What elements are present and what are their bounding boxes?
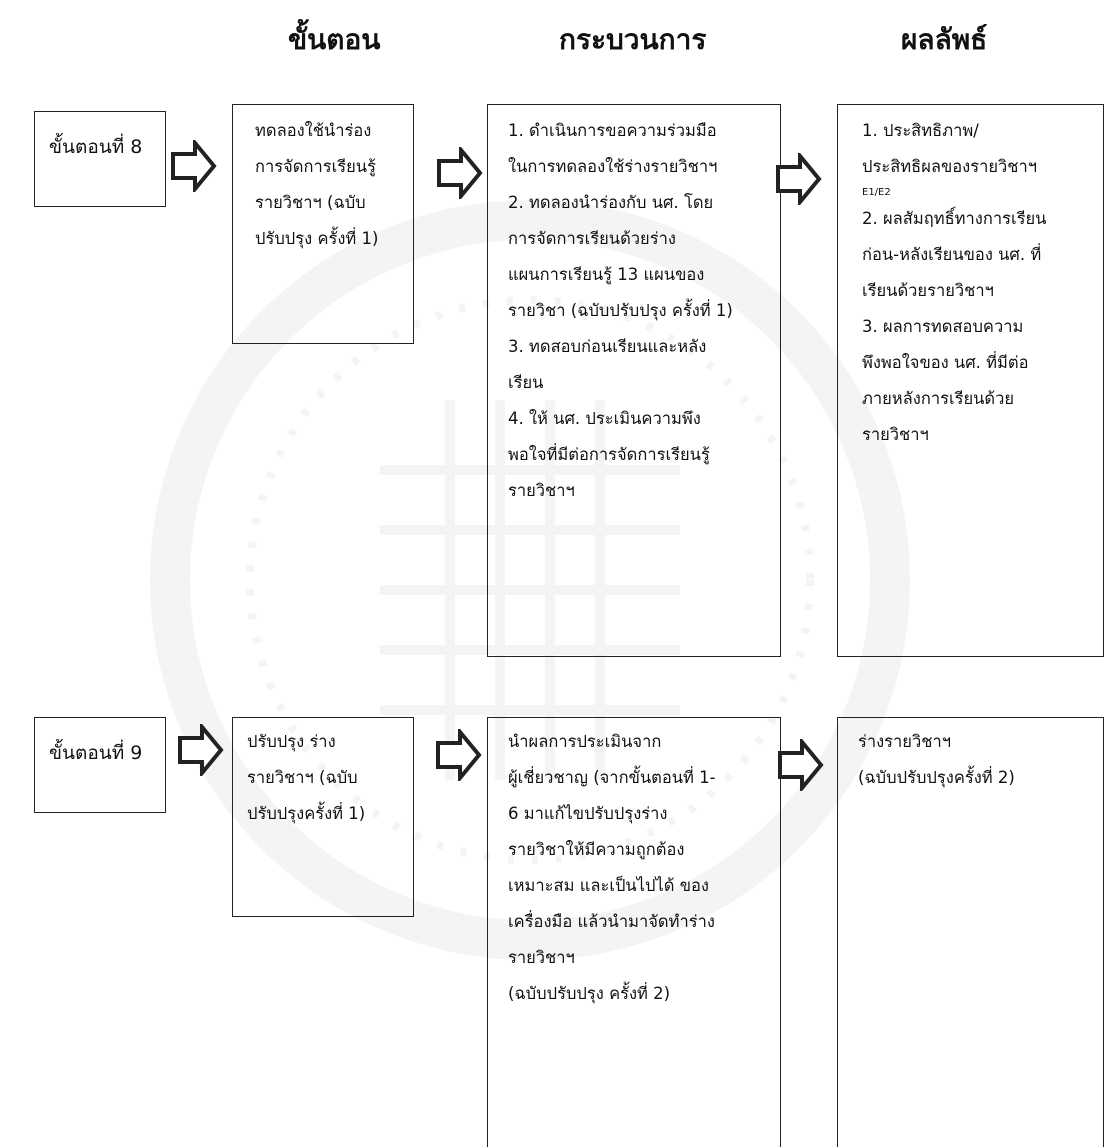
step-9-process-text: นำผลการประเมินจาก ผู้เชี่ยวชาญ (จากขั้นต… bbox=[508, 732, 716, 1003]
arrow-right-icon bbox=[778, 739, 824, 791]
arrow-right-icon bbox=[436, 729, 482, 781]
step-9-step-box: ปรับปรุง ร่าง รายวิชาฯ (ฉบับ ปรับปรุงครั… bbox=[232, 717, 414, 917]
step-9-result-box: ร่างรายวิชาฯ (ฉบับปรับปรุงครั้งที่ 2) bbox=[837, 717, 1104, 1147]
arrow-right-icon bbox=[776, 153, 822, 205]
step-9-label: ขั้นตอนที่ 9 bbox=[49, 742, 143, 764]
step-8-process-text: 1. ดำเนินการขอความร่วมมือ ในการทดลองใช้ร… bbox=[508, 121, 733, 500]
step-8-result-e1e2: E1/E2 bbox=[862, 187, 891, 198]
header-step: ขั้นตอน bbox=[288, 23, 381, 56]
step-9-process-box: นำผลการประเมินจาก ผู้เชี่ยวชาญ (จากขั้นต… bbox=[487, 717, 781, 1147]
step-8-result-text-b: 2. ผลสัมฤทธิ์ทางการเรียน ก่อน-หลังเรียนข… bbox=[862, 209, 1047, 444]
step-9-result-text: ร่างรายวิชาฯ (ฉบับปรับปรุงครั้งที่ 2) bbox=[858, 732, 1015, 787]
arrow-right-icon bbox=[178, 724, 224, 776]
header-result: ผลลัพธ์ bbox=[901, 23, 988, 56]
step-9-label-box: ขั้นตอนที่ 9 bbox=[34, 717, 166, 813]
step-8-process-box: 1. ดำเนินการขอความร่วมมือ ในการทดลองใช้ร… bbox=[487, 104, 781, 657]
arrow-right-icon bbox=[171, 140, 217, 192]
step-8-label-box: ขั้นตอนที่ 8 bbox=[34, 111, 166, 207]
step-8-label: ขั้นตอนที่ 8 bbox=[49, 136, 143, 158]
step-9-step-text: ปรับปรุง ร่าง รายวิชาฯ (ฉบับ ปรับปรุงครั… bbox=[247, 732, 366, 823]
step-8-step-text: ทดลองใช้นำร่อง การจัดการเรียนรู้ รายวิชา… bbox=[255, 121, 379, 248]
step-8-step-box: ทดลองใช้นำร่อง การจัดการเรียนรู้ รายวิชา… bbox=[232, 104, 414, 344]
header-process: กระบวนการ bbox=[559, 23, 707, 56]
step-8-result-box: 1. ประสิทธิภาพ/ ประสิทธิผลของรายวิชาฯ E1… bbox=[837, 104, 1104, 657]
arrow-right-icon bbox=[437, 147, 483, 199]
step-8-result-text-a: 1. ประสิทธิภาพ/ ประสิทธิผลของรายวิชาฯ bbox=[862, 121, 1038, 176]
